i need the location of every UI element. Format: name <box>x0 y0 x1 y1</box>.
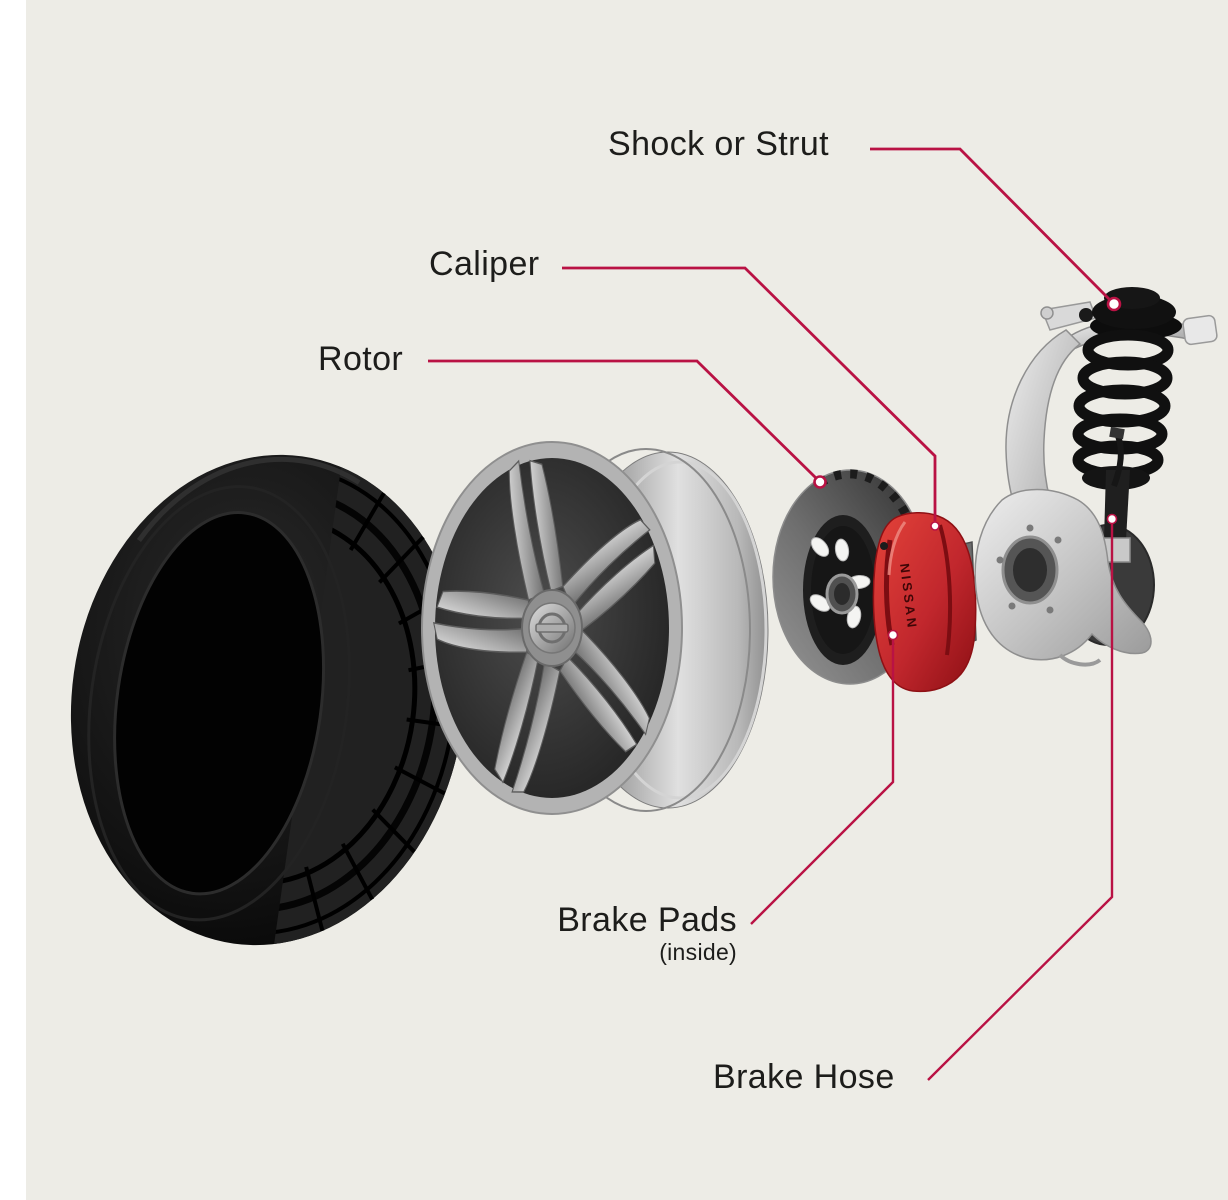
leader-line-brake-hose <box>927 524 1114 1081</box>
leader-dot-rotor <box>813 475 827 489</box>
label-brake-hose: Brake Hose <box>713 1058 895 1096</box>
label-shock-or-strut: Shock or Strut <box>608 125 830 163</box>
bleed-screw <box>880 542 888 550</box>
nissan-emblem-icon <box>535 612 569 644</box>
knuckle-bolt-holes <box>996 524 1062 614</box>
label-brake-pads: Brake Pads <box>557 901 737 939</box>
label-brake-pads-note: (inside) <box>659 939 737 965</box>
brake-caliper: NISSAN <box>872 512 977 693</box>
leader-dot-caliper <box>930 521 940 531</box>
leader-line-rotor <box>428 359 817 479</box>
tire <box>70 454 466 946</box>
brake-hose-fitting <box>1109 426 1125 440</box>
strut-knuckle-assembly <box>974 287 1218 667</box>
leader-dot-brake-pads <box>887 629 899 641</box>
steering-knuckle <box>974 488 1152 661</box>
leader-line-caliper <box>562 266 937 521</box>
label-rotor: Rotor <box>318 340 404 378</box>
leader-dot-brake-hose <box>1106 513 1118 525</box>
leader-dot-shock <box>1106 296 1122 312</box>
label-caliper: Caliper <box>429 245 540 283</box>
brake-hose <box>1111 434 1124 488</box>
leader-lines <box>428 147 1122 1081</box>
wheel-spokes <box>432 459 656 793</box>
leader-line-shock <box>870 147 1110 300</box>
leader-line-brake-pads <box>750 640 895 925</box>
wheel-center-cap <box>528 602 576 654</box>
alloy-wheel <box>421 441 769 815</box>
